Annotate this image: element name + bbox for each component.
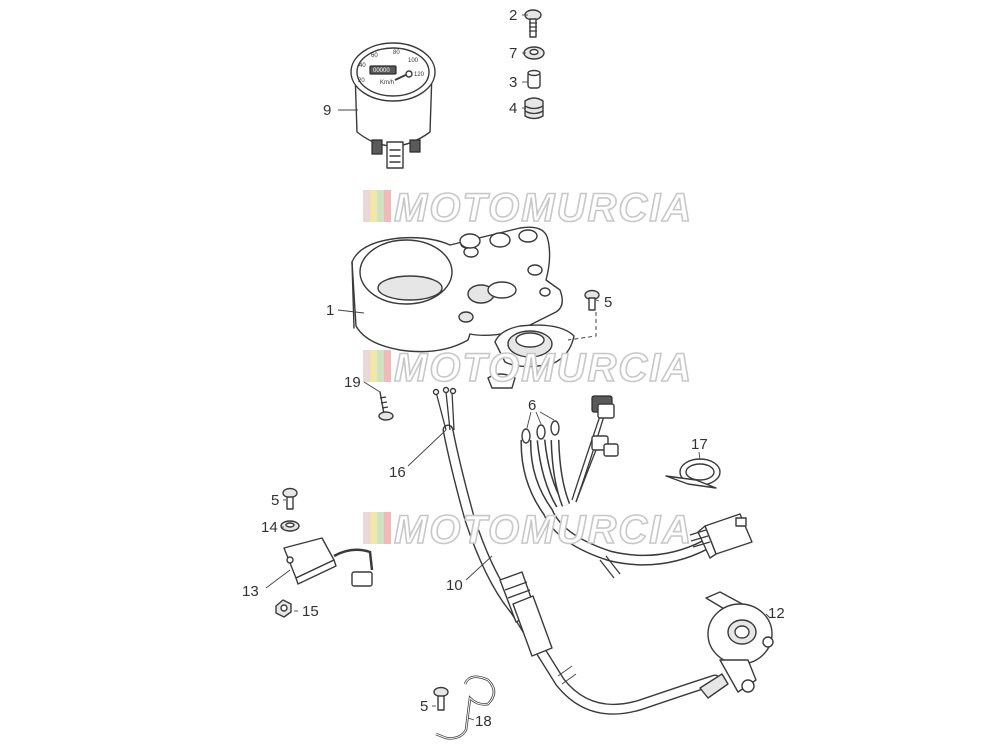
callout-6: 6	[528, 397, 536, 414]
callout-13: 13	[242, 583, 259, 600]
watermark-text: MOTOMURCIA	[394, 346, 693, 390]
dial-tick-80: 80	[393, 50, 400, 56]
callout-14: 14	[261, 519, 278, 536]
instrument-housing-part	[351, 226, 575, 389]
callout-labels: 2 7 3 4 9 1 5 19 16 6 17 5 14 13 15 10 1…	[242, 7, 785, 730]
callout-16: 16	[389, 464, 406, 481]
watermark-stripe	[384, 350, 391, 382]
screw-part-upper	[567, 289, 600, 341]
bracket-parts-lower	[433, 675, 496, 740]
callout-7: 7	[509, 45, 517, 62]
watermark-stripe	[377, 512, 384, 544]
callout-5-lower: 5	[420, 698, 428, 715]
dial-tick-20: 20	[358, 78, 365, 84]
callout-15: 15	[302, 603, 319, 620]
dial-unit: Km/h	[380, 80, 394, 86]
watermark-stripe	[370, 190, 377, 222]
callout-9: 9	[323, 102, 331, 119]
watermark-stripe	[377, 350, 384, 382]
speedometer-part: 20 40 60 80 100 120 Km/h 00000	[350, 42, 436, 169]
callout-2: 2	[509, 7, 517, 24]
dial-odometer: 00000	[373, 68, 390, 74]
leader-lines	[265, 14, 771, 721]
watermark-stripe	[363, 350, 370, 382]
watermark-stripe	[384, 512, 391, 544]
watermark-middle: MOTOMURCIA	[363, 345, 693, 391]
callout-18: 18	[475, 713, 492, 730]
watermark-top: MOTOMURCIA	[363, 185, 693, 231]
watermark-text: MOTOMURCIA	[394, 508, 693, 552]
watermark-bottom: MOTOMURCIA	[363, 507, 693, 553]
cable-clip-part	[665, 458, 721, 489]
speedometer-cable-part	[432, 386, 729, 715]
screw-stack-parts	[523, 9, 545, 120]
dial-tick-120: 120	[414, 72, 425, 78]
watermark-stripe	[370, 512, 377, 544]
watermark-stripe	[384, 190, 391, 222]
callout-10: 10	[446, 577, 463, 594]
watermark-stripe	[363, 190, 370, 222]
watermark-stripe	[377, 190, 384, 222]
dial-tick-40: 40	[359, 63, 366, 69]
callout-5-upper: 5	[604, 294, 612, 311]
callout-19: 19	[344, 374, 361, 391]
relay-parts	[275, 487, 374, 618]
callout-1: 1	[326, 302, 334, 319]
callout-17: 17	[691, 436, 708, 453]
watermark-stripe	[370, 350, 377, 382]
wiring-harness-part	[520, 395, 753, 579]
callout-5-relay: 5	[271, 492, 279, 509]
callout-12: 12	[768, 605, 785, 622]
dial-tick-100: 100	[408, 58, 419, 64]
watermark-stripe	[363, 512, 370, 544]
callout-4: 4	[509, 100, 517, 117]
speedometer-drive-part	[705, 591, 774, 693]
dial-tick-60: 60	[371, 53, 378, 59]
callout-3: 3	[509, 74, 517, 91]
screw-part-19	[378, 391, 394, 421]
watermark-text: MOTOMURCIA	[394, 186, 693, 230]
